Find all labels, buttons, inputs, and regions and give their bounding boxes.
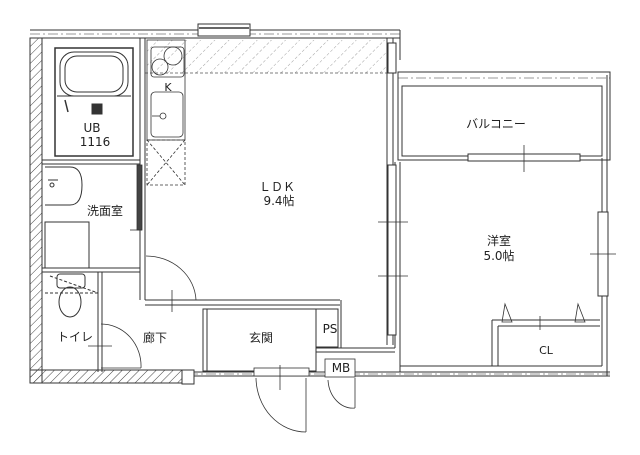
mb-box	[324, 358, 356, 409]
toilet-fixture	[45, 273, 100, 318]
label-western-room: 洋室	[486, 234, 512, 248]
label-toilet: トイレ	[56, 330, 94, 344]
label-washroom: 洗面室	[86, 204, 124, 218]
exterior-wall-bottom	[29, 369, 189, 384]
ldk-door	[145, 255, 197, 312]
label-ub: UB	[83, 121, 101, 135]
sliding-door-western	[378, 164, 408, 336]
window-top	[197, 23, 251, 37]
label-balcony: バルコニー	[466, 117, 526, 131]
label-ps: PS	[322, 322, 338, 336]
sliding-door-balcony	[467, 145, 581, 172]
window-western-right	[590, 211, 616, 297]
wall-notch	[181, 369, 195, 385]
washroom-door	[130, 164, 143, 231]
label-mb: MB	[331, 361, 351, 375]
label-western-room-size: 5.0帖	[483, 249, 515, 263]
label-closet: CL	[539, 344, 553, 357]
bathtub	[57, 51, 131, 115]
window-ldk-right	[387, 42, 397, 74]
label-kitchen: K	[164, 81, 172, 94]
label-ub-size: 1116	[79, 135, 111, 149]
entrance-door	[253, 365, 310, 433]
toilet-door	[88, 323, 142, 369]
label-hallway: 廊下	[142, 331, 168, 345]
ceiling-hatch-area	[147, 40, 387, 74]
exterior-wall-left	[29, 37, 43, 384]
closet-folding-doors	[501, 302, 586, 330]
kitchen-counter	[146, 39, 186, 186]
label-ldk-size: 9.4帖	[263, 194, 295, 208]
label-entrance: 玄関	[248, 331, 274, 345]
washbasin	[44, 166, 90, 269]
label-ldk: ＬＤＫ	[258, 180, 296, 194]
